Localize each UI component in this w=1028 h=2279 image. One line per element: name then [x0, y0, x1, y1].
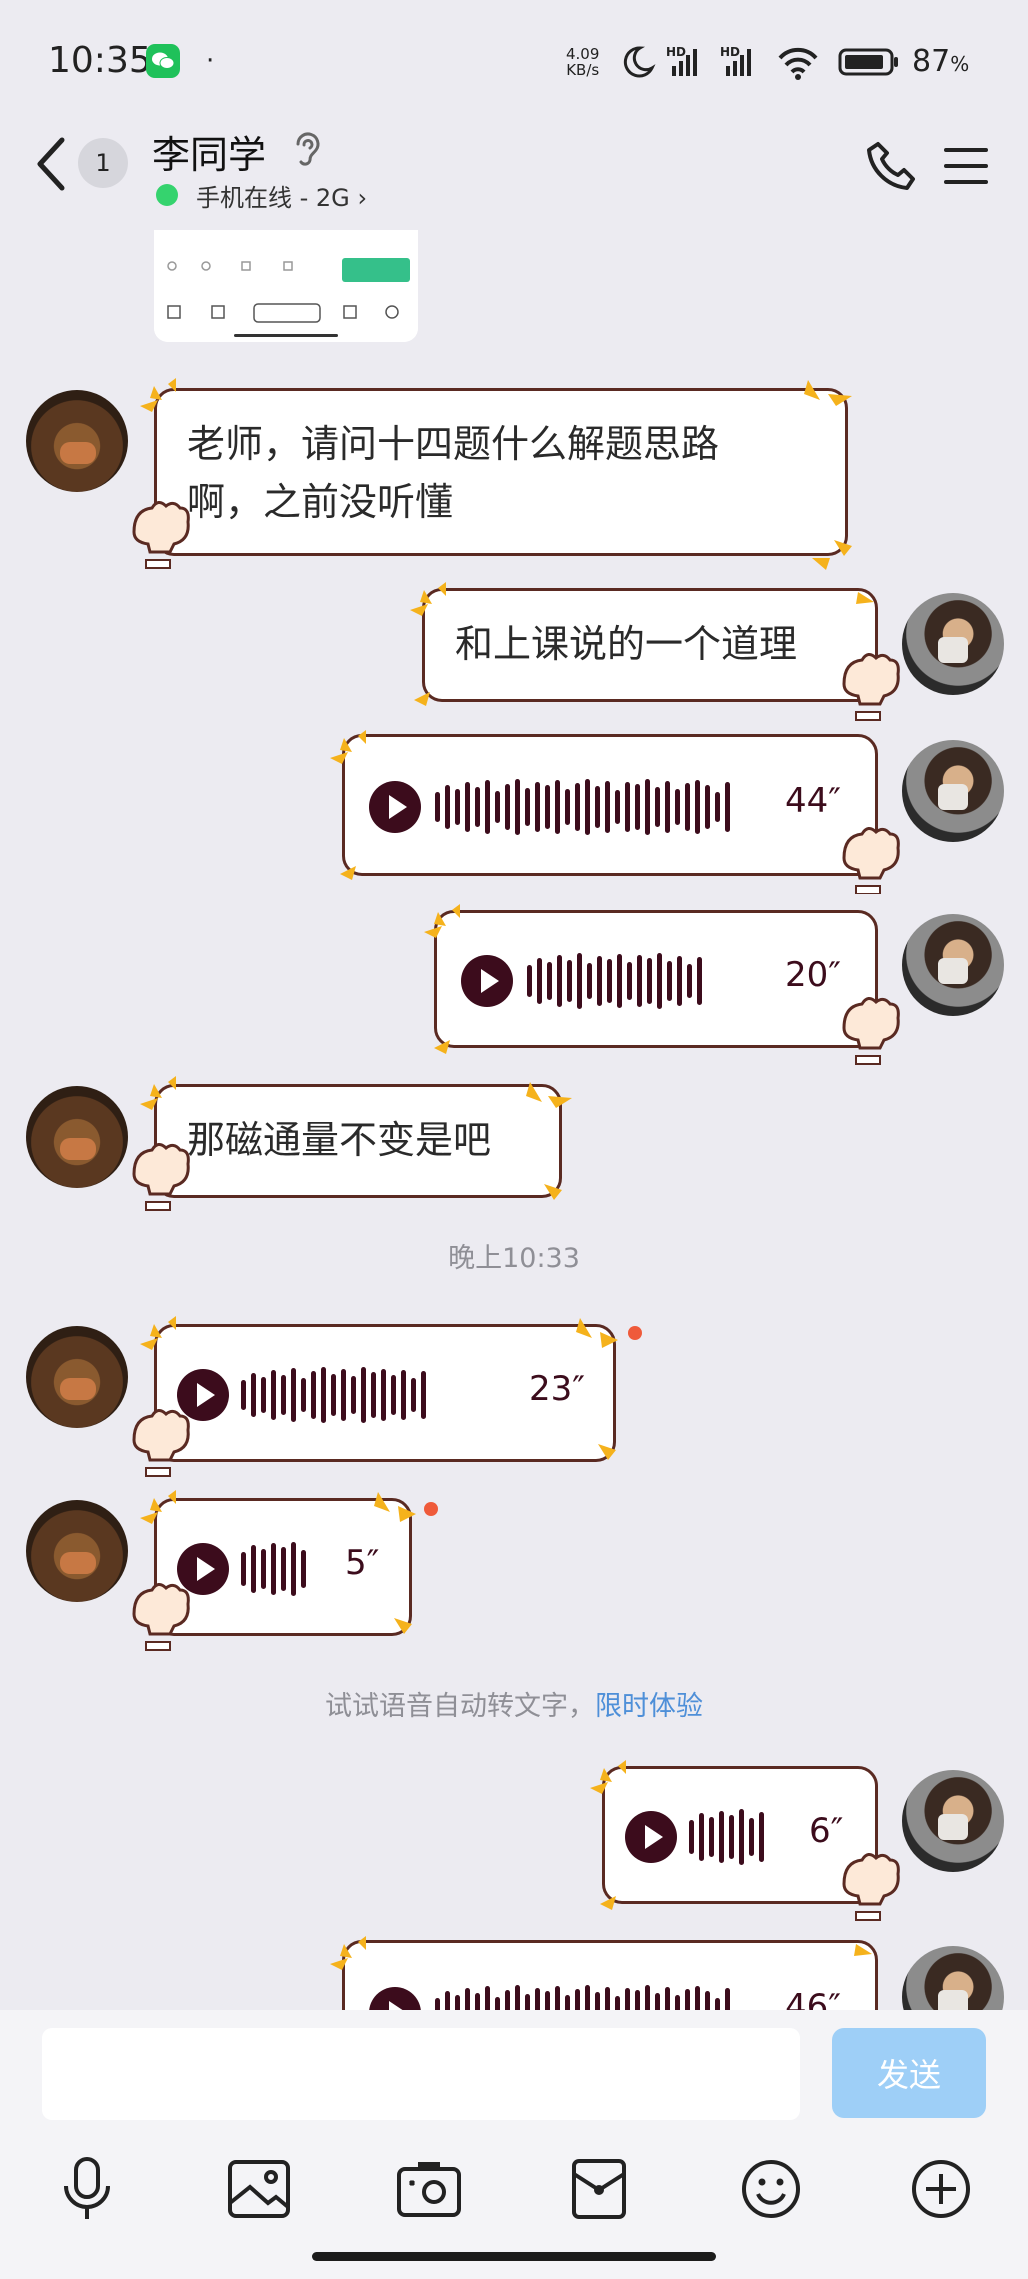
message-text: 那磁通量不变是吧	[187, 1118, 492, 1162]
red-packet-button[interactable]	[564, 2154, 634, 2224]
voice-duration: 6″	[809, 1811, 844, 1851]
voice-input-button[interactable]	[52, 2154, 122, 2224]
plus-circle-icon	[912, 2160, 970, 2218]
send-button[interactable]: 发送	[832, 2028, 986, 2118]
timestamp-label: 晚上10:33	[448, 1243, 580, 1274]
voice-waveform	[527, 953, 702, 1009]
home-indicator[interactable]	[312, 2252, 716, 2261]
status-icons: HD HD	[623, 45, 898, 80]
voice-message-bubble[interactable]: 23″	[154, 1324, 616, 1462]
contact-avatar[interactable]	[26, 1500, 128, 1602]
emoji-button[interactable]	[736, 2154, 806, 2224]
wifi-icon	[778, 47, 818, 80]
image-icon	[228, 2160, 290, 2218]
voice-duration: 23″	[529, 1369, 585, 1409]
voice-to-text-hint: 试试语音自动转文字，限时体验	[325, 1691, 703, 1722]
status-time: 10:35	[48, 40, 152, 81]
play-icon[interactable]	[461, 955, 513, 1007]
unread-voice-dot	[424, 1502, 438, 1516]
sticker-frame-decoration	[132, 1076, 572, 1211]
voice-message-bubble[interactable]: 6″	[602, 1766, 878, 1904]
phone-call-icon[interactable]	[866, 140, 920, 194]
chevron-right-icon: ›	[357, 184, 368, 212]
message-bubble[interactable]: 那磁通量不变是吧	[154, 1084, 562, 1198]
sticker-frame-decoration	[132, 378, 852, 570]
voice-waveform	[241, 1541, 306, 1597]
red-packet-icon	[572, 2159, 626, 2219]
status-dot: ·	[206, 46, 215, 76]
message-bubble[interactable]: 老师，请问十四题什么解题思路 啊，之前没听懂	[154, 388, 848, 556]
sticker-frame-decoration	[330, 1936, 872, 1970]
my-avatar[interactable]	[902, 914, 1004, 1016]
voice-waveform	[241, 1367, 426, 1423]
message-input[interactable]	[42, 2028, 800, 2120]
voice-message-bubble[interactable]: 5″	[154, 1498, 412, 1636]
battery-percent: 87%	[912, 44, 970, 79]
sticker-frame-decoration	[132, 1490, 416, 1651]
fist-icon	[842, 653, 900, 721]
unread-count-badge[interactable]: 1	[78, 138, 128, 188]
fist-icon	[132, 1409, 190, 1477]
my-avatar[interactable]	[902, 1770, 1004, 1872]
svg-text:HD: HD	[720, 45, 740, 59]
fist-icon	[132, 501, 190, 569]
play-icon[interactable]	[177, 1543, 229, 1595]
signal-hd-icon-2: HD	[720, 45, 751, 76]
unread-voice-dot	[628, 1326, 642, 1340]
online-status[interactable]: 手机在线 - 2G ›	[196, 184, 368, 212]
fist-icon	[132, 1143, 190, 1211]
sticker-frame-decoration	[590, 1760, 900, 1921]
sticker-frame-decoration	[132, 1316, 618, 1477]
sticker-frame-decoration	[410, 582, 900, 721]
camera-icon	[397, 2162, 461, 2217]
contact-avatar[interactable]	[26, 390, 128, 492]
svg-text:HD: HD	[666, 45, 686, 59]
voice-message-bubble[interactable]: 44″	[342, 734, 878, 876]
wechat-notification-icon	[146, 44, 180, 78]
play-icon[interactable]	[177, 1369, 229, 1421]
message-bubble[interactable]: 和上课说的一个道理	[422, 588, 878, 702]
fist-icon	[842, 997, 900, 1065]
online-indicator	[156, 184, 178, 206]
menu-icon[interactable]	[944, 146, 988, 186]
moon-icon	[623, 46, 656, 78]
back-chevron-icon[interactable]	[32, 134, 72, 194]
signal-hd-icon-1: HD	[666, 45, 697, 76]
play-icon[interactable]	[625, 1811, 677, 1863]
network-speed: 4.09 KB/s	[566, 45, 600, 79]
voice-message-bubble[interactable]: 20″	[434, 910, 878, 1048]
voice-duration: 44″	[785, 781, 841, 821]
ear-mode-icon[interactable]	[292, 130, 322, 170]
fist-icon	[842, 1853, 900, 1921]
my-avatar[interactable]	[902, 740, 1004, 842]
voice-waveform	[435, 779, 730, 835]
camera-button[interactable]	[394, 2154, 464, 2224]
smiley-icon	[742, 2160, 800, 2218]
voice-waveform	[689, 1809, 764, 1865]
voice-duration: 5″	[345, 1543, 380, 1583]
message-text: 老师，请问十四题什么解题思路 啊，之前没听懂	[187, 422, 720, 524]
my-avatar[interactable]	[902, 593, 1004, 695]
sticker-frame-decoration	[424, 904, 900, 1065]
voice-duration: 20″	[785, 955, 841, 995]
fist-icon	[132, 1583, 190, 1651]
fist-icon	[842, 827, 900, 894]
contact-avatar[interactable]	[26, 1326, 128, 1428]
message-text: 和上课说的一个道理	[455, 622, 798, 666]
contact-avatar[interactable]	[26, 1086, 128, 1188]
more-button[interactable]	[906, 2154, 976, 2224]
sticker-frame-decoration	[330, 730, 900, 894]
thumbnail-preview-icon	[154, 230, 418, 342]
microphone-icon	[64, 2157, 110, 2219]
contact-name[interactable]: 李同学	[152, 133, 267, 177]
image-message-thumbnail[interactable]	[154, 230, 418, 342]
photo-album-button[interactable]	[224, 2154, 294, 2224]
play-icon[interactable]	[369, 781, 421, 833]
trial-link[interactable]: 限时体验	[595, 1691, 703, 1722]
battery-icon	[838, 48, 898, 76]
